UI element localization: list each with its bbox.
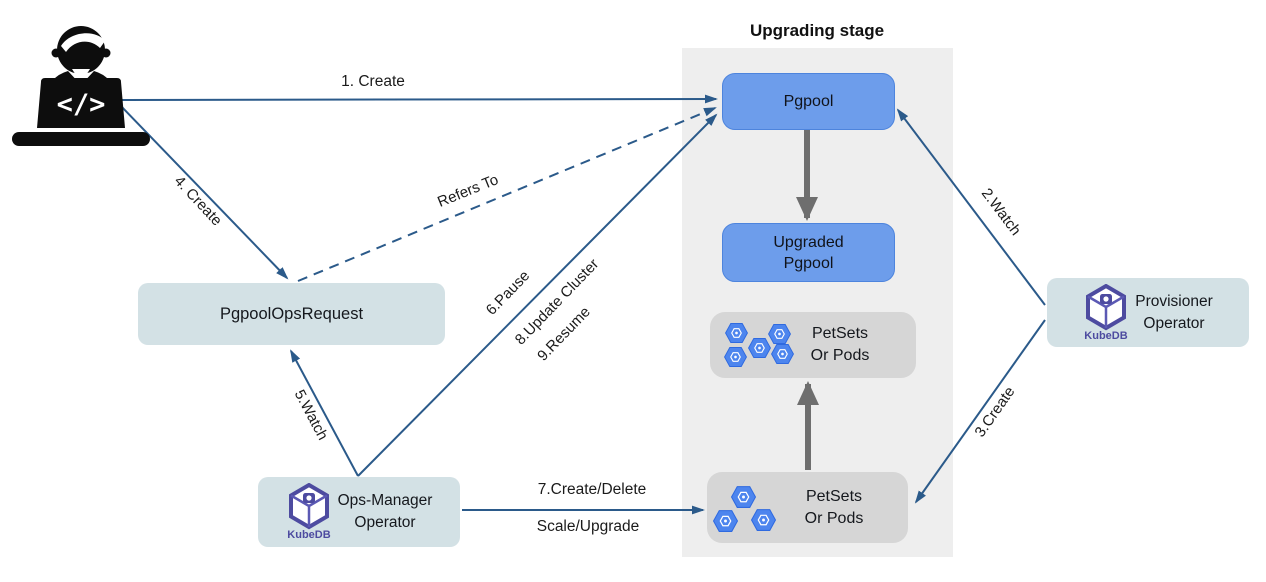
edge-label-2-watch: 2.Watch	[977, 185, 1025, 239]
pod-hexagon-icon	[725, 323, 748, 343]
desk-bar	[12, 132, 150, 146]
edge-label-6-pause: 6.Pause	[482, 267, 534, 319]
kubedb-wordmark: KubeDB	[287, 529, 330, 541]
kubedb-logo-icon: KubeDB	[1085, 283, 1128, 342]
edge-label-4-create: 4. Create	[170, 172, 226, 230]
user-head	[57, 26, 105, 74]
edge-label-1-create: 1. Create	[341, 73, 405, 90]
pod-hexagon-icon	[731, 486, 756, 508]
upgraded-pgpool-box: Upgraded Pgpool	[722, 223, 895, 282]
petsets-top-label: PetSets Or Pods	[810, 325, 870, 364]
upgrading-stage-title: Upgrading stage	[749, 21, 885, 40]
edge-label-refers-to: Refers To	[435, 171, 501, 211]
pod-hexagon-icon	[713, 510, 738, 532]
petsets-or-pods-box: PetSets Or Pods	[707, 472, 908, 543]
pod-hexagon-icon	[748, 338, 771, 358]
provisioner-operator-label: Provisioner Operator	[1135, 292, 1213, 332]
pgpool-ops-request-box: PgpoolOpsRequest	[138, 283, 445, 345]
ops-manager-operator-box: KubeDB Ops-Manager Operator	[258, 477, 460, 547]
pod-hexagon-icon	[724, 347, 747, 367]
kubedb-wordmark: KubeDB	[1085, 330, 1128, 342]
edge-label-5-watch: 5.Watch	[290, 386, 332, 444]
pgpool-label: Pgpool	[783, 93, 834, 110]
upgraded-pgpool-line1: Upgraded	[773, 233, 844, 251]
pgpool-ops-request-label: PgpoolOpsRequest	[219, 304, 364, 323]
user-collar	[72, 69, 90, 83]
pod-hexagon-icon	[768, 324, 791, 344]
edge-refers-to	[297, 107, 717, 282]
ops-manager-operator-label: Ops-Manager Operator	[337, 492, 433, 531]
pod-hexagon-icon	[751, 509, 776, 531]
laptop-code-glyph: </>	[57, 89, 106, 120]
edge-label-7-create-delete: 7.Create/Delete	[537, 481, 647, 498]
pgpool-box: Pgpool	[722, 73, 895, 130]
pod-hexagon-icon	[771, 344, 794, 364]
developer-user-icon: </>	[12, 26, 150, 146]
kubedb-logo-icon: KubeDB	[287, 483, 330, 541]
edge-label-3-create: 3.Create	[971, 383, 1019, 441]
laptop-screen	[37, 78, 125, 128]
petsets-or-pods-upgraded-box: PetSets Or Pods	[710, 312, 916, 378]
edge-label-7-scale-upgrade: Scale/Upgrade	[536, 518, 640, 535]
edge-1-create	[117, 94, 718, 104]
petsets-bottom-label: PetSets Or Pods	[804, 488, 864, 527]
upgraded-pgpool-line2: Pgpool	[783, 254, 834, 272]
user-hair-highlight	[61, 33, 105, 52]
provisioner-operator-box: KubeDB Provisioner Operator	[1047, 278, 1249, 347]
